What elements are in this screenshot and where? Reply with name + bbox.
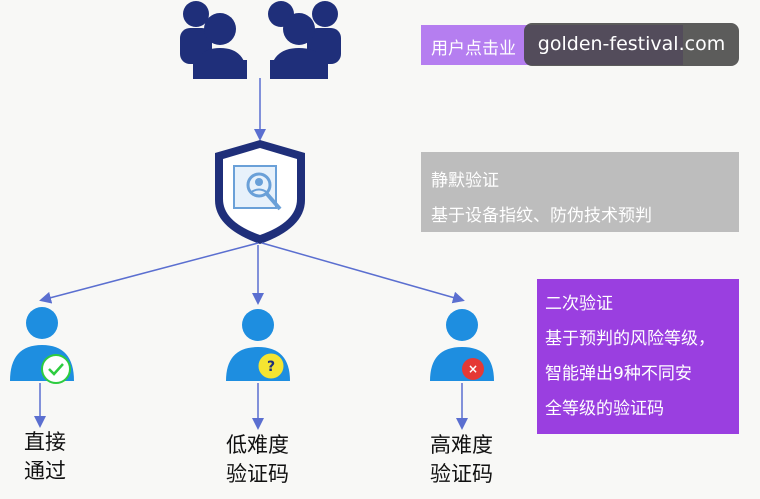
shield-scan-icon — [215, 140, 305, 244]
static-verification-title: 静默验证 — [431, 171, 499, 191]
outcome-label-high: 高难度 验证码 — [430, 431, 493, 489]
arrow-shield-to-pass — [39, 242, 259, 304]
watermark-text: golden-festival.com — [537, 33, 726, 55]
secondary-line-2: 基于预判的风险等级， — [545, 329, 715, 349]
secondary-verification-box: 二次验证 基于预判的风险等级， 智能弹出9种不同安 全等级的验证码 — [537, 279, 739, 434]
outcome-label-low: 低难度 验证码 — [226, 431, 289, 489]
static-verification-desc: 基于设备指纹、防伪技术预判 — [431, 206, 652, 226]
svg-text:×: × — [468, 362, 478, 376]
outcome-high-line-1: 高难度 — [430, 433, 493, 457]
person-icon-high — [430, 309, 494, 381]
cross-badge-icon: × — [462, 358, 484, 380]
users-group-icon — [180, 1, 341, 79]
outcome-low-line-2: 验证码 — [226, 462, 289, 486]
outcome-low-line-1: 低难度 — [226, 433, 289, 457]
check-badge-icon — [41, 354, 71, 384]
top-box-text: 用户点击业 — [431, 39, 516, 59]
outcome-pass-line-1: 直接 — [24, 430, 66, 454]
watermark: golden-festival.com — [524, 23, 739, 66]
outcome-high-line-2: 验证码 — [430, 462, 493, 486]
question-badge-icon: ? — [257, 352, 285, 380]
arrow-shield-to-high — [261, 242, 465, 304]
secondary-line-1: 二次验证 — [545, 294, 613, 314]
outcome-pass-line-2: 通过 — [24, 459, 66, 483]
secondary-line-3: 智能弹出9种不同安 — [545, 364, 692, 384]
outcome-label-pass: 直接 通过 — [24, 428, 66, 486]
secondary-line-4: 全等级的验证码 — [545, 399, 664, 419]
static-verification-box: 静默验证 基于设备指纹、防伪技术预判 — [421, 152, 739, 232]
svg-text:?: ? — [267, 359, 275, 375]
